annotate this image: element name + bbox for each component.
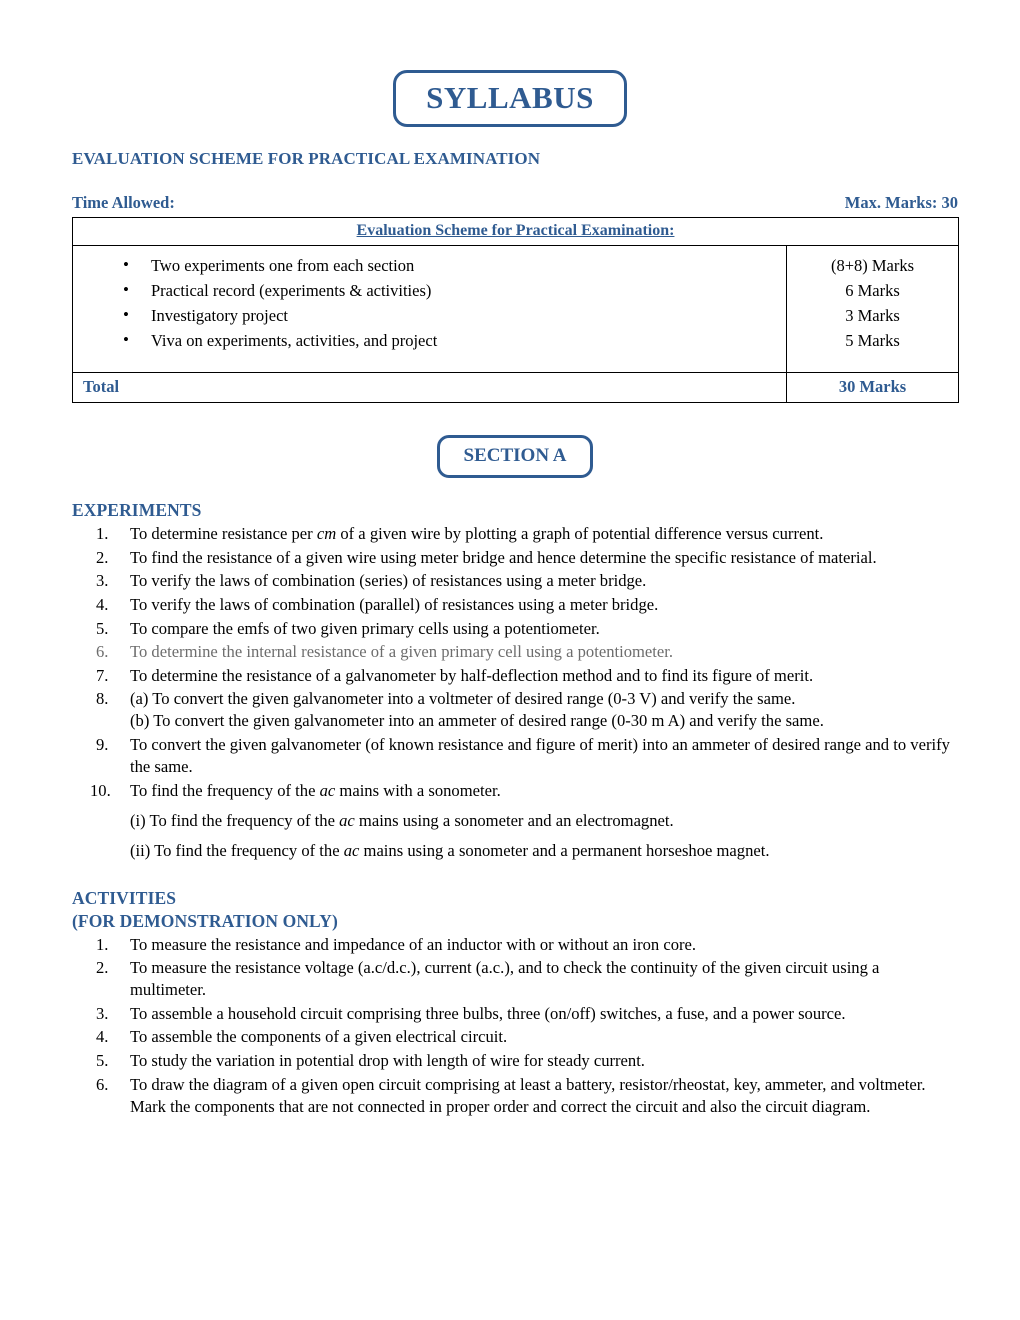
list-item-text: To verify the laws of combination (serie… xyxy=(130,571,647,591)
list-item-number: 5. xyxy=(96,618,109,638)
list-item: 2. To measure the resistance voltage (a.c… xyxy=(72,957,958,1001)
activities-heading: ACTIVITIES xyxy=(72,887,177,908)
experiment-subitem: (ii) To find the frequency of the ac mai… xyxy=(130,840,770,860)
section-a-badge: SECTION A xyxy=(436,435,594,479)
list-item: 5. To study the variation in potential dr… xyxy=(72,1050,958,1072)
experiment-subitem: (i) To find the frequency of the ac main… xyxy=(130,810,674,830)
list-item: 3. To assemble a household circuit compri… xyxy=(72,1003,958,1025)
list-item: 9. To convert the given galvanometer (of … xyxy=(72,734,958,778)
total-label-cell: Total xyxy=(72,372,787,404)
section-badge-label: SECTION A xyxy=(463,445,567,467)
list-item: 2. To find the resistance of a given wire… xyxy=(72,547,958,569)
list-item-number: 4. xyxy=(96,595,109,614)
activities-subheading: (FOR DEMONSTRATION ONLY) xyxy=(72,910,338,931)
list-item-text: To determine the internal resistance of … xyxy=(130,642,674,662)
list-item: 6. To determine the internal resistance o… xyxy=(72,641,958,663)
scheme-marks-value: 6 Marks xyxy=(845,281,900,301)
total-label: Total xyxy=(83,377,120,397)
list-item-number: 7. xyxy=(96,665,109,685)
table-header-row: Evaluation Scheme for Practical Examinat… xyxy=(72,217,959,246)
list-item-text: To determine the resistance of a galvano… xyxy=(130,665,814,685)
list-item-text: To study the variation in potential drop… xyxy=(130,1051,645,1070)
list-item: 10. To find the frequency of the ac mains… xyxy=(72,780,958,802)
max-marks-label: Max. Marks: 30 xyxy=(844,193,958,212)
scheme-marks-value: (8+8) Marks xyxy=(830,256,915,275)
list-item-number: 2. xyxy=(96,547,109,567)
list-item-number: 8. xyxy=(96,689,109,709)
list-item-number: 1. xyxy=(96,524,109,544)
list-item-text: To measure the resistance voltage (a.c/d… xyxy=(130,958,880,1000)
list-item: 7. To determine the resistance of a galva… xyxy=(72,665,958,687)
list-item-number: 1. xyxy=(96,934,109,954)
list-item-number: 10. xyxy=(90,780,111,800)
experiments-list: 1. To determine resistance per cm of a gi… xyxy=(72,523,958,801)
list-item: 5. To compare the emfs of two given prima… xyxy=(72,618,958,640)
experiments-heading: EXPERIMENTS xyxy=(72,500,202,521)
list-item-number: 6. xyxy=(96,1074,109,1094)
evaluation-scheme-table: Evaluation Scheme for Practical Examinat… xyxy=(72,217,959,404)
scheme-marks-value: 3 Marks xyxy=(845,306,900,326)
list-item-text: To verify the laws of combination (paral… xyxy=(130,595,659,614)
list-item-number: 5. xyxy=(96,1051,109,1070)
experiments-subitem-list: (i) To find the frequency of the ac main… xyxy=(72,810,958,862)
scheme-marks-cell: (8+8) Marks 6 Marks 3 Marks 5 Marks xyxy=(786,244,959,374)
list-item-text: To convert the given galvanometer (of kn… xyxy=(130,734,950,776)
list-item-text: To measure the resistance and impedance … xyxy=(130,934,697,954)
list-item-number: 9. xyxy=(96,734,109,754)
list-item-number: 3. xyxy=(96,1003,109,1023)
section-badge-container: SECTION A xyxy=(72,435,958,479)
total-marks-cell: 30 Marks xyxy=(786,372,959,404)
list-item-text: To compare the emfs of two given primary… xyxy=(130,618,600,638)
evaluation-scheme-heading: EVALUATION SCHEME FOR PRACTICAL EXAMINAT… xyxy=(72,149,541,168)
scheme-item: Viva on experiments, activities, and pro… xyxy=(83,328,776,353)
page-content: EVALUATION SCHEME FOR PRACTICAL EXAMINAT… xyxy=(0,149,1020,1118)
list-item-number: 3. xyxy=(96,571,109,591)
list-item: 3. To verify the laws of combination (ser… xyxy=(72,570,958,592)
table-total-row: Total 30 Marks xyxy=(72,372,959,404)
list-item-number: 6. xyxy=(96,642,109,662)
list-item: 6. To draw the diagram of a given open ci… xyxy=(72,1074,958,1118)
activities-list: 1. To measure the resistance and impedanc… xyxy=(72,934,958,1118)
list-item: 4. To assemble the components of a given … xyxy=(72,1026,958,1048)
list-item-text: To find the resistance of a given wire u… xyxy=(130,547,877,567)
list-item-number: 4. xyxy=(96,1027,109,1047)
list-item: 4. To verify the laws of combination (par… xyxy=(72,594,958,616)
page-title: SYLLABUS xyxy=(426,80,594,115)
table-header-text: Evaluation Scheme for Practical Examinat… xyxy=(356,222,675,239)
document-title-badge: SYLLABUS xyxy=(393,70,627,127)
time-and-marks-row: Time Allowed: Max. Marks: 30 xyxy=(72,193,958,213)
list-item-number: 2. xyxy=(96,958,109,978)
list-item-text: To find the frequency of the ac mains wi… xyxy=(130,780,501,800)
scheme-marks-value: 5 Marks xyxy=(845,331,900,351)
scheme-item: Investigatory project xyxy=(83,303,776,328)
document-title-container: SYLLABUS xyxy=(0,0,1020,127)
scheme-item: Practical record (experiments & activiti… xyxy=(83,278,776,303)
activities-block: ACTIVITIES (FOR DEMONSTRATION ONLY) 1. To… xyxy=(72,888,958,1118)
scheme-item: Two experiments one from each section xyxy=(83,253,776,278)
table-body-row: Two experiments one from each sectionPra… xyxy=(72,244,959,374)
list-item: 1. To measure the resistance and impedanc… xyxy=(72,934,958,956)
list-item: 8. (a) To convert the given galvanometer … xyxy=(72,688,958,732)
list-item-text: To assemble a household circuit comprisi… xyxy=(130,1003,846,1023)
list-item: 1. To determine resistance per cm of a gi… xyxy=(72,523,958,545)
scheme-marks-list: (8+8) Marks 6 Marks 3 Marks 5 Marks xyxy=(797,254,948,353)
list-item-text: To determine resistance per cm of a give… xyxy=(130,524,824,544)
scheme-item-list: Two experiments one from each sectionPra… xyxy=(83,253,776,353)
list-item-text: To draw the diagram of a given open circ… xyxy=(130,1074,926,1116)
time-allowed-label: Time Allowed: xyxy=(72,193,175,212)
list-item-text: (a) To convert the given galvanometer in… xyxy=(130,689,824,731)
list-item-text: To assemble the components of a given el… xyxy=(130,1027,508,1047)
total-marks: 30 Marks xyxy=(838,377,907,397)
scheme-items-cell: Two experiments one from each sectionPra… xyxy=(72,244,787,374)
table-header-cell: Evaluation Scheme for Practical Examinat… xyxy=(72,217,959,246)
